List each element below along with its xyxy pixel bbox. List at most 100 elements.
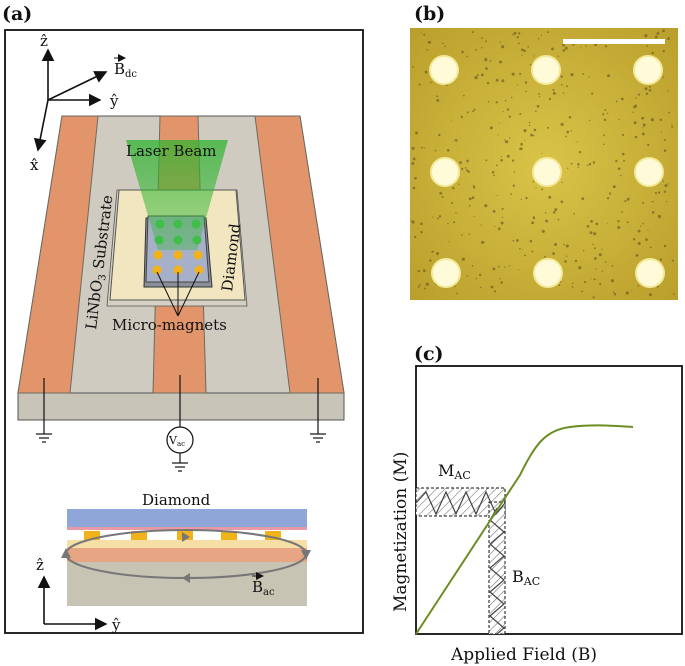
micrograph-speck bbox=[565, 135, 567, 138]
micrograph-speck bbox=[494, 226, 496, 228]
micrograph-speck bbox=[589, 231, 593, 235]
micrograph-speck bbox=[595, 268, 597, 270]
micrograph-speck bbox=[673, 293, 675, 296]
micrograph-dot bbox=[430, 157, 460, 187]
axis-y-label: ŷ bbox=[109, 92, 119, 110]
micrograph-speck bbox=[626, 197, 630, 201]
micrograph-speck bbox=[557, 55, 559, 57]
micrograph-speck bbox=[480, 224, 482, 226]
magnetization-curve bbox=[415, 424, 634, 635]
micrograph-speck bbox=[637, 229, 641, 233]
micrograph-dot bbox=[532, 157, 562, 187]
micrograph-speck bbox=[566, 255, 568, 257]
micrograph-speck bbox=[598, 253, 602, 257]
micrograph-speck bbox=[541, 229, 545, 233]
micrograph-speck bbox=[452, 186, 455, 190]
micrograph-speck bbox=[617, 167, 621, 170]
micrograph-speck bbox=[621, 152, 625, 156]
micrograph-speck bbox=[506, 154, 510, 158]
micrograph-speck bbox=[594, 257, 597, 260]
micrograph-speck bbox=[585, 45, 587, 47]
axis-z-label: ẑ bbox=[40, 32, 48, 50]
electrical-connections bbox=[36, 375, 326, 472]
micrograph-speck bbox=[417, 285, 420, 288]
micrograph-speck bbox=[580, 46, 582, 48]
micrograph-speck bbox=[424, 287, 426, 290]
micrograph-speck bbox=[564, 46, 568, 50]
micrograph-speck bbox=[552, 88, 555, 91]
cross-pad-layer bbox=[67, 540, 307, 548]
micrograph-speck bbox=[461, 50, 464, 54]
micrograph-speck bbox=[615, 159, 618, 163]
micrograph-speck bbox=[505, 140, 509, 144]
micrograph-speck bbox=[421, 146, 423, 149]
micrograph-speck bbox=[541, 188, 544, 191]
micrograph-speck bbox=[568, 115, 572, 119]
micrograph-speck bbox=[552, 210, 556, 214]
micrograph-speck bbox=[466, 55, 468, 58]
micrograph-speck bbox=[592, 243, 594, 246]
micrograph-speck bbox=[493, 174, 495, 177]
micrograph-speck bbox=[463, 94, 465, 97]
bac-label: Bac bbox=[252, 578, 275, 598]
micrograph-speck bbox=[441, 196, 444, 198]
micrograph-speck bbox=[641, 132, 645, 136]
micrograph-speck bbox=[663, 149, 667, 152]
micrograph-speck bbox=[642, 222, 644, 225]
micrograph-speck bbox=[414, 176, 417, 180]
micrograph-speck bbox=[663, 244, 667, 248]
micrograph-speck bbox=[659, 258, 663, 261]
micrograph-speck bbox=[493, 290, 496, 293]
micrograph-speck bbox=[599, 283, 602, 286]
cross-diamond-label: Diamond bbox=[142, 491, 211, 509]
micrograph-speck bbox=[412, 186, 416, 190]
micrograph-speck bbox=[487, 100, 490, 103]
micrograph-speck bbox=[516, 238, 519, 242]
micrograph-speck bbox=[474, 76, 478, 80]
micrograph-speck bbox=[518, 268, 520, 271]
micrograph-speck bbox=[654, 35, 658, 39]
micrograph-speck bbox=[560, 122, 564, 126]
micrograph-speck bbox=[452, 221, 456, 224]
micrograph-speck bbox=[412, 157, 416, 161]
micrograph-speck bbox=[554, 242, 558, 247]
micromagnet bbox=[154, 235, 164, 245]
cross-electrode-layer bbox=[67, 548, 307, 562]
micrograph-speck bbox=[617, 225, 621, 230]
micrograph-speck bbox=[571, 286, 574, 288]
micrograph-speck bbox=[588, 76, 590, 78]
micrograph-speck bbox=[574, 259, 578, 263]
micrograph-dot bbox=[633, 55, 663, 85]
micrograph-speck bbox=[489, 126, 493, 130]
micromagnet bbox=[173, 219, 183, 229]
micrograph-speck bbox=[657, 214, 661, 219]
substrate-side bbox=[17, 392, 345, 421]
micrograph-speck bbox=[499, 41, 501, 43]
micrograph-speck bbox=[592, 296, 595, 299]
micrograph-speck bbox=[601, 270, 604, 272]
micrograph-speck bbox=[578, 150, 582, 154]
micrograph-speck bbox=[604, 261, 607, 263]
micrograph-speck bbox=[413, 235, 417, 239]
micrograph-speck bbox=[649, 246, 652, 249]
micrograph-speck bbox=[533, 55, 535, 57]
vac-label: Vac bbox=[168, 434, 185, 448]
micrograph-speck bbox=[564, 260, 567, 263]
micrograph-speck bbox=[642, 127, 644, 129]
micrograph-speck bbox=[423, 269, 426, 273]
micrograph-speck bbox=[424, 70, 428, 74]
micrograph-speck bbox=[668, 111, 670, 114]
micrograph-speck bbox=[513, 171, 516, 173]
micrograph-speck bbox=[611, 265, 614, 267]
micrograph-speck bbox=[581, 290, 584, 293]
micrograph-speck bbox=[647, 229, 649, 231]
micrograph-speck bbox=[612, 185, 616, 189]
micrograph-speck bbox=[461, 257, 465, 261]
micrograph-speck bbox=[442, 42, 444, 44]
micrograph-speck bbox=[476, 74, 479, 76]
micromagnet bbox=[194, 265, 204, 275]
micrograph-dot bbox=[634, 157, 664, 187]
micrograph-speck bbox=[602, 143, 605, 146]
micrograph-dot bbox=[429, 55, 459, 85]
micrograph-speck bbox=[608, 192, 612, 195]
